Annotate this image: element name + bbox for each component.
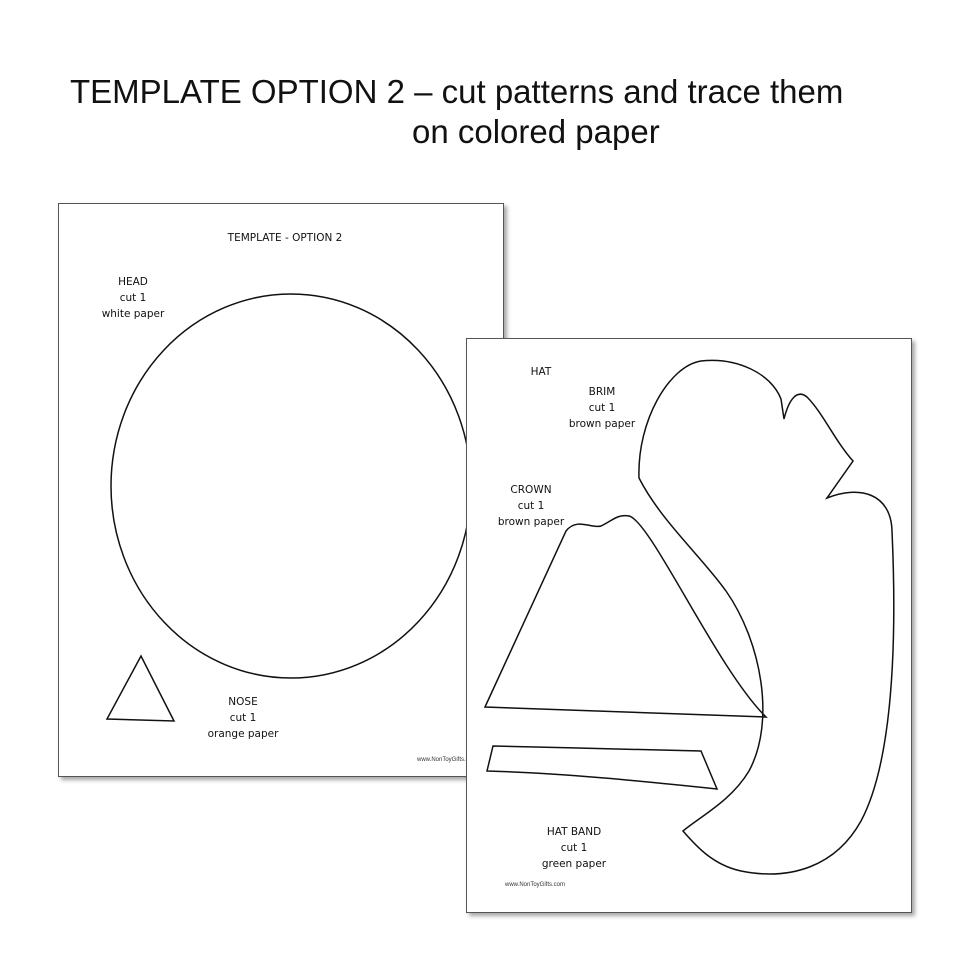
crown-name: CROWN bbox=[510, 484, 552, 496]
nose-count: cut 1 bbox=[229, 712, 257, 724]
title-line-2: on colored paper bbox=[412, 113, 660, 150]
head-circle-pattern bbox=[110, 293, 472, 679]
crown-count: cut 1 bbox=[517, 500, 545, 512]
brim-count: cut 1 bbox=[588, 402, 616, 414]
head-count: cut 1 bbox=[119, 292, 147, 304]
hat-band-label: HAT BAND cut 1 green paper bbox=[542, 824, 606, 872]
nose-name: NOSE bbox=[228, 696, 258, 708]
head-paper: white paper bbox=[101, 308, 165, 320]
nose-paper: orange paper bbox=[207, 728, 279, 740]
crown-paper: brown paper bbox=[497, 516, 565, 528]
nose-triangle-pattern bbox=[105, 654, 176, 722]
nose-label: NOSE cut 1 orange paper bbox=[208, 694, 279, 742]
brim-label: BRIM cut 1 brown paper bbox=[569, 384, 635, 432]
brim-pattern bbox=[638, 359, 895, 875]
website-footer: www.NonToyGifts.com bbox=[417, 757, 478, 763]
hat-patterns bbox=[483, 359, 895, 875]
crown-pattern bbox=[483, 514, 768, 718]
page-heading: TEMPLATE - OPTION 2 bbox=[227, 232, 343, 244]
head-label: HEAD cut 1 white paper bbox=[102, 274, 165, 322]
hat-band-count: cut 1 bbox=[560, 842, 588, 854]
head-name: HEAD bbox=[118, 276, 148, 288]
crown-label: CROWN cut 1 brown paper bbox=[498, 482, 564, 530]
brim-name: BRIM bbox=[588, 386, 616, 398]
title-line-1: TEMPLATE OPTION 2 – cut patterns and tra… bbox=[70, 73, 844, 110]
hat-band-name: HAT BAND bbox=[546, 826, 602, 838]
website-footer: www.NonToyGifts.com bbox=[505, 882, 566, 888]
hat-band-pattern bbox=[486, 745, 719, 790]
brim-paper: brown paper bbox=[568, 418, 636, 430]
template-page-hat: HAT BRIM cut 1 brown paper CROWN cut 1 b… bbox=[466, 338, 912, 913]
template-page-head-nose: TEMPLATE - OPTION 2 HEAD cut 1 white pap… bbox=[58, 203, 504, 777]
hat-band-paper: green paper bbox=[541, 858, 607, 870]
hat-label: HAT bbox=[530, 366, 552, 378]
